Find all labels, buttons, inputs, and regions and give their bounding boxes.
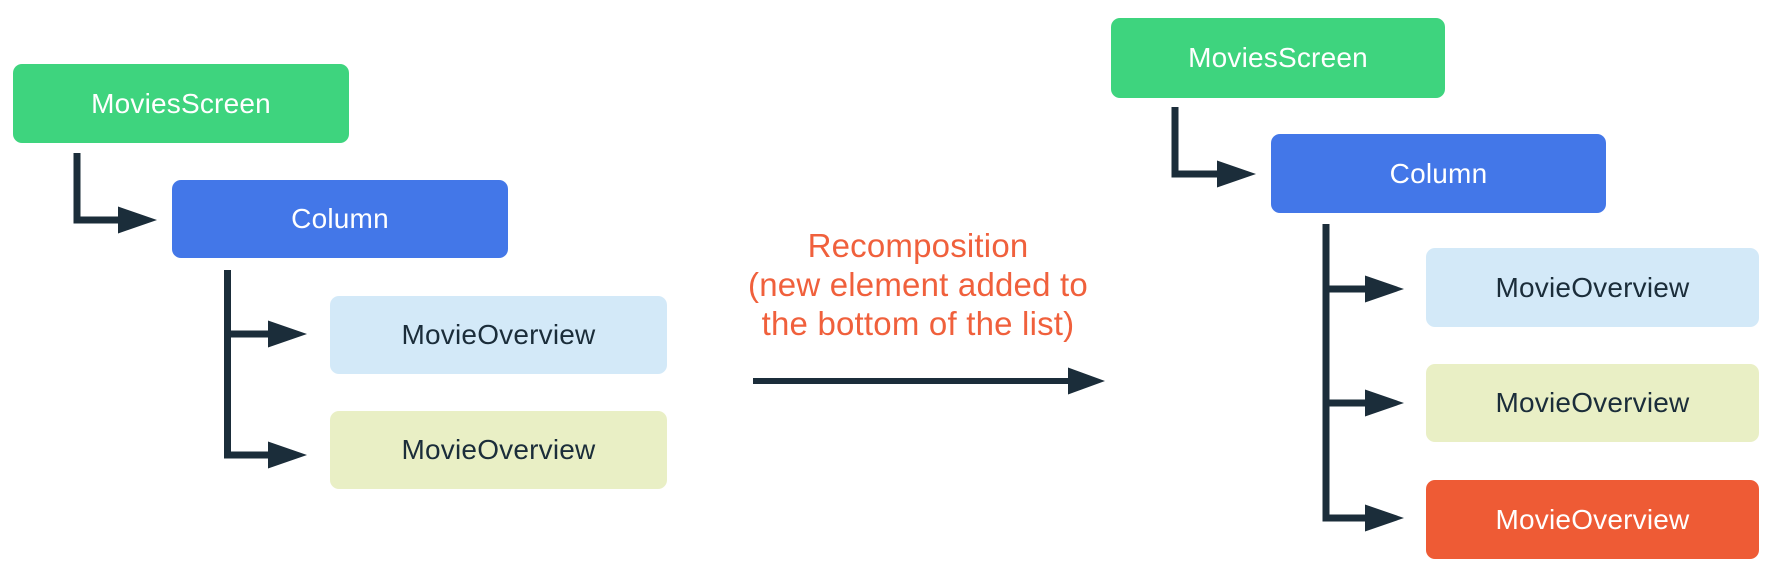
right-movies-screen-node: MoviesScreen [1111, 18, 1445, 98]
arrowhead-icon [1365, 389, 1404, 417]
left-root-to-column-connector [73, 153, 157, 234]
right-movie-overview-node-3-new: MovieOverview [1426, 480, 1759, 559]
right-column-node: Column [1271, 134, 1606, 213]
recomposition-annotation: Recomposition (new element added to the … [660, 226, 1176, 343]
arrowhead-icon [268, 320, 307, 348]
left-movies-screen-node: MoviesScreen [13, 64, 349, 143]
annotation-line-1: Recomposition [807, 227, 1029, 264]
right-movie-overview-node-1: MovieOverview [1426, 248, 1759, 327]
annotation-line-3: the bottom of the list) [761, 305, 1075, 342]
recomposition-arrow [753, 367, 1105, 395]
left-movie-overview-node-2: MovieOverview [330, 411, 667, 489]
arrowhead-icon [1068, 367, 1105, 395]
right-movie-overview-node-2: MovieOverview [1426, 364, 1759, 442]
left-column-node: Column [172, 180, 508, 258]
right-root-to-column-connector [1171, 107, 1256, 188]
arrowhead-icon [118, 206, 157, 234]
arrowhead-icon [1365, 504, 1404, 532]
arrowhead-icon [1217, 160, 1256, 188]
left-column-to-children-connector [224, 270, 307, 469]
right-column-to-children-connector [1322, 224, 1404, 532]
arrowhead-icon [1365, 275, 1404, 303]
annotation-line-2: (new element added to [748, 266, 1088, 303]
arrowhead-icon [268, 441, 307, 469]
left-movie-overview-node-1: MovieOverview [330, 296, 667, 374]
